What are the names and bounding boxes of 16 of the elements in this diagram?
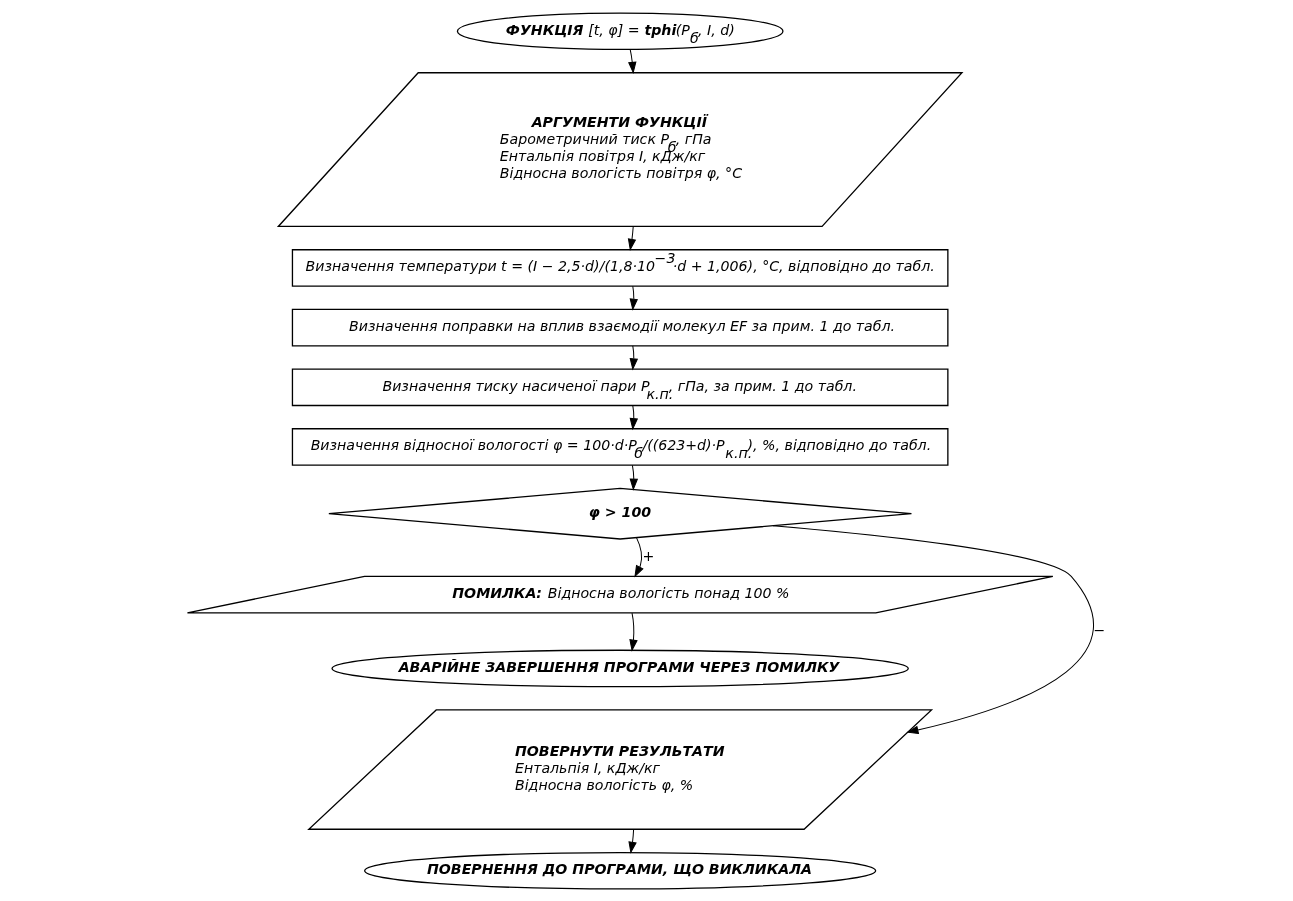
node-diamond: φ > 100 [327, 487, 912, 540]
arrow [771, 524, 1094, 734]
edge-label: − [1093, 621, 1105, 638]
arrow [628, 612, 638, 652]
node-box: Визначення поправки на вплив взаємодії молекул EF за прим. 1 до табл. [291, 308, 948, 346]
node-ellipse: АВАРІЙНЕ ЗАВЕРШЕННЯ ПРОГРАМИ ЧЕРЕЗ ПОМИЛКУ [330, 649, 909, 687]
arrow [629, 285, 638, 311]
node-ellipse: ПОВЕРНЕННЯ ДО ПРОГРАМИ, ЩО ВИКЛИКАЛА [363, 851, 876, 890]
arrow [629, 404, 638, 430]
arrow [633, 536, 644, 578]
arrow [629, 344, 638, 370]
arrow [627, 828, 637, 854]
arrow [627, 225, 636, 251]
arrow [627, 48, 636, 74]
edge-label: + [641, 547, 654, 564]
arrow [629, 464, 638, 491]
